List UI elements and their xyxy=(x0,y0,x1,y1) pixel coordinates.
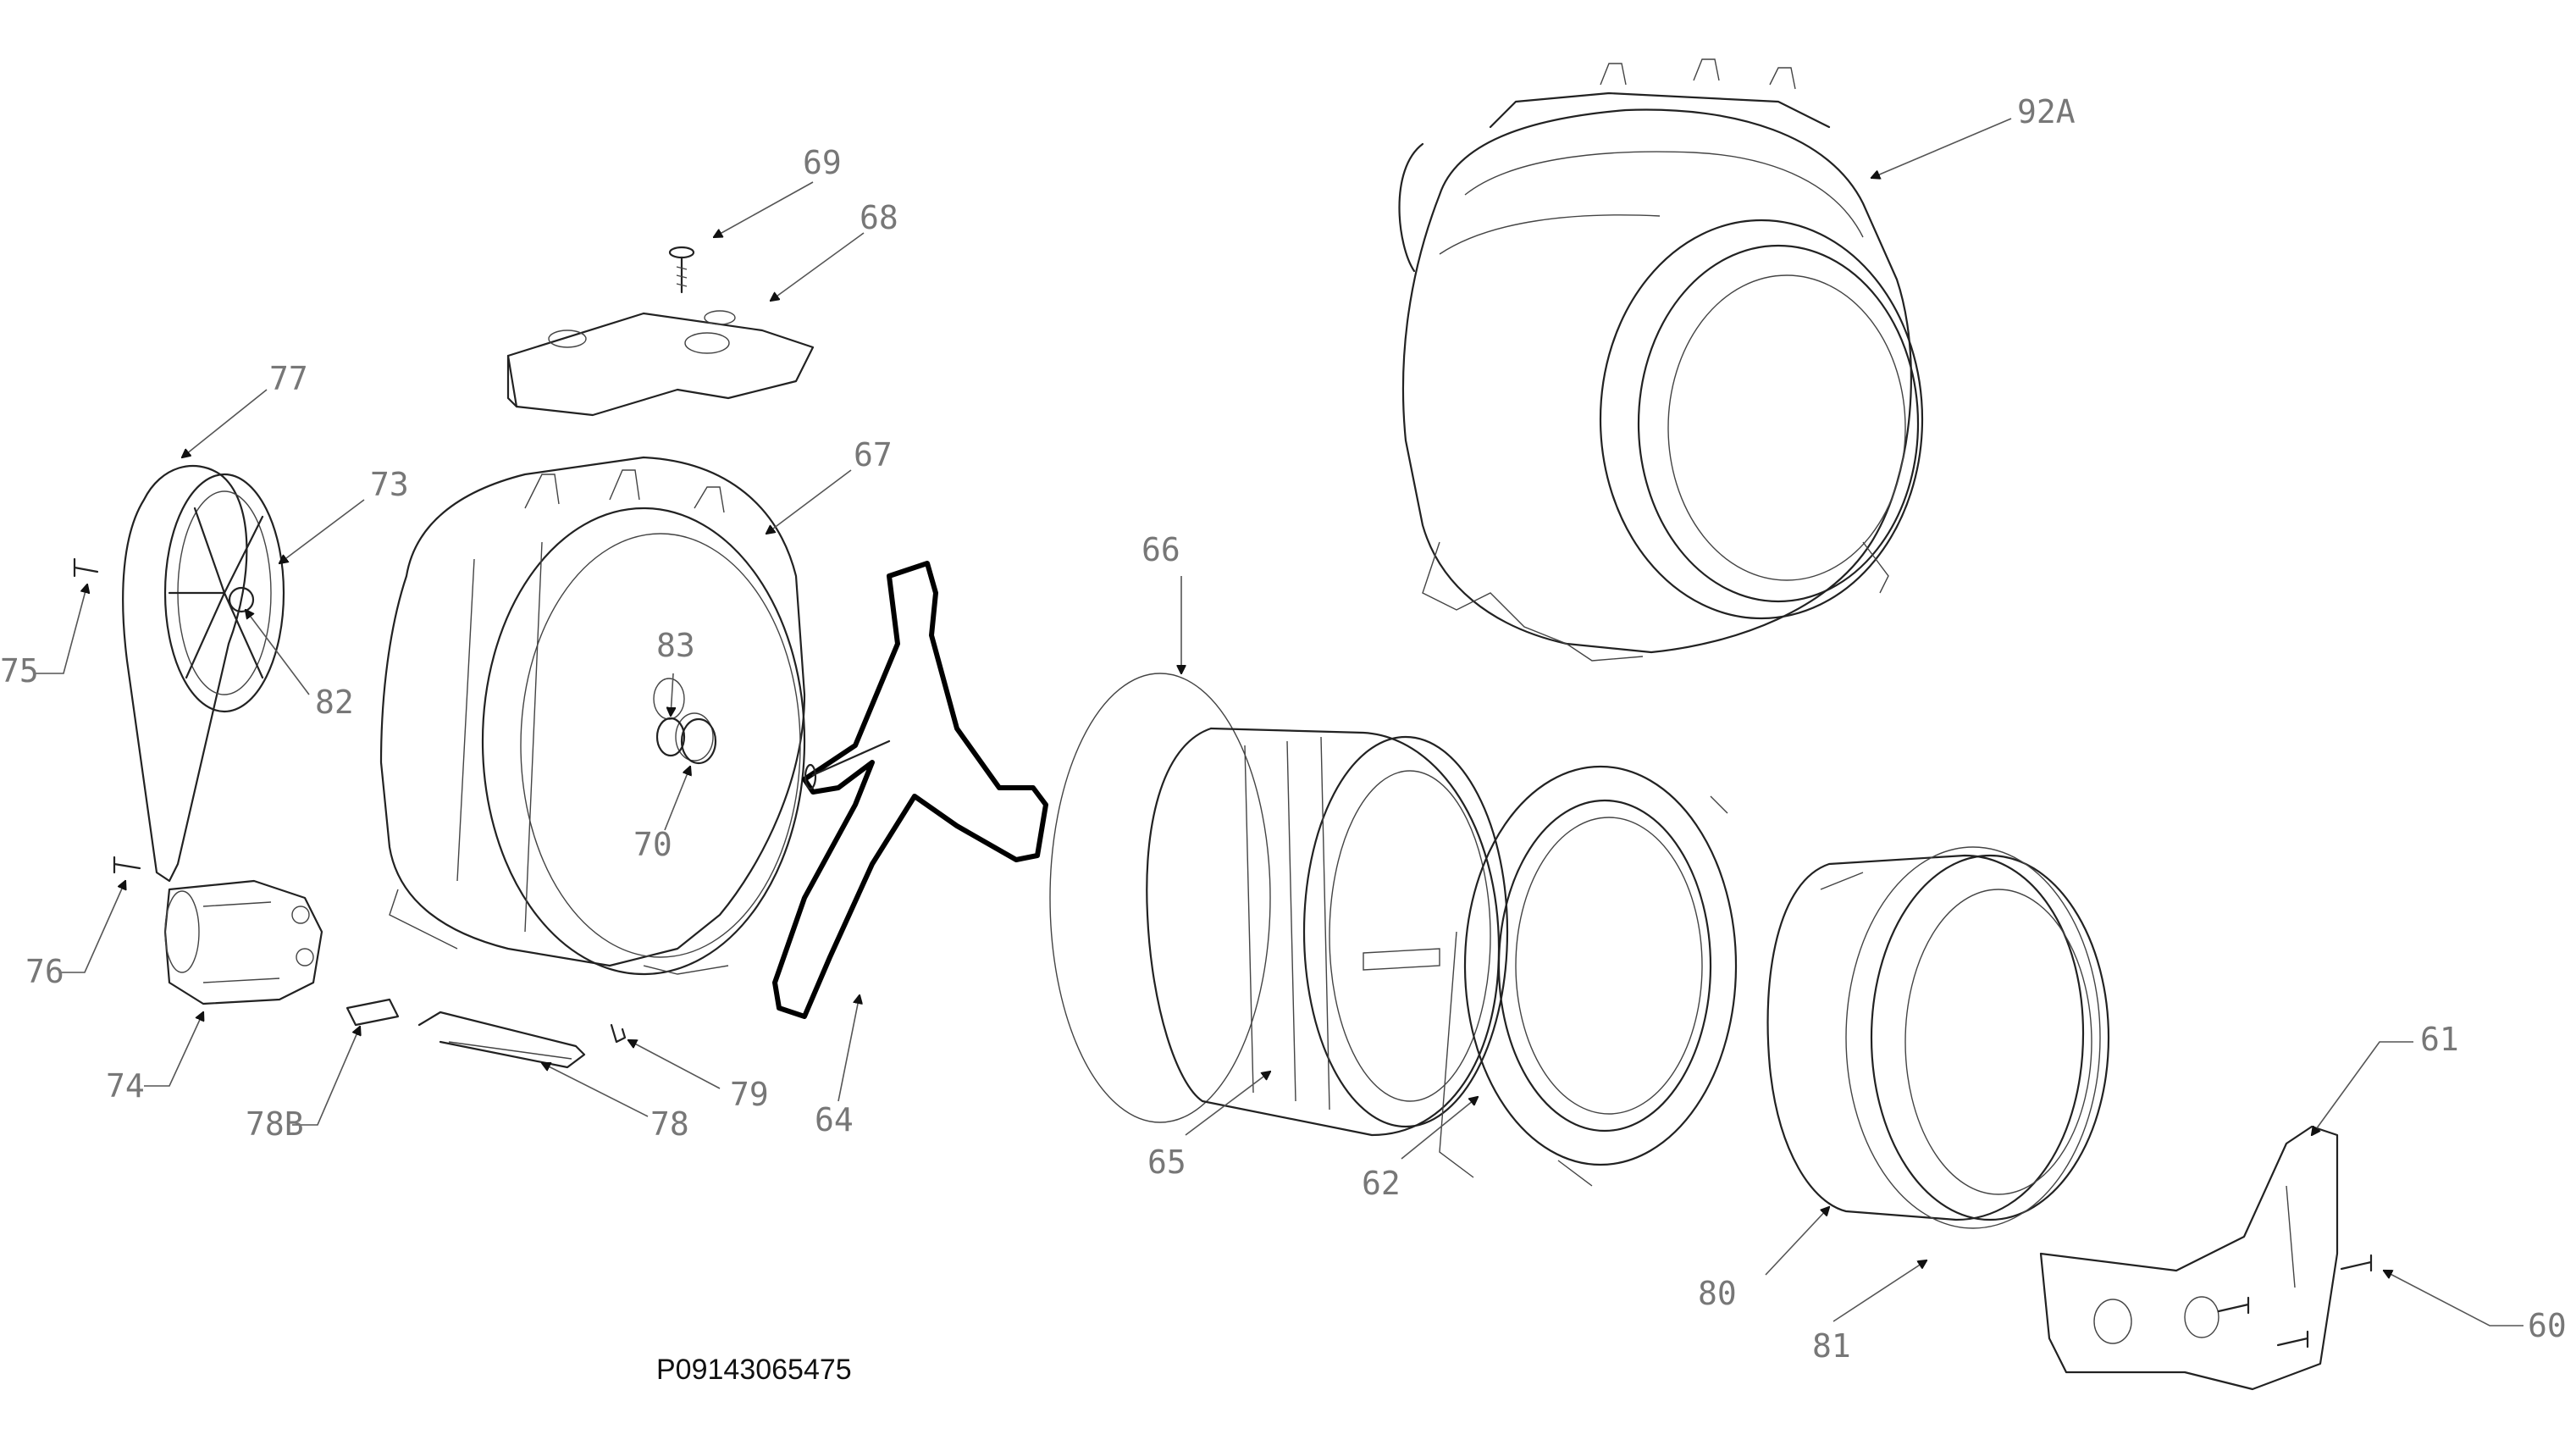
label-75: 75 xyxy=(0,652,39,690)
part-61-front-counterweight xyxy=(2039,1125,2339,1391)
part-64-drum-spider xyxy=(772,561,1048,1019)
label-76: 76 xyxy=(25,953,64,990)
part-75-bolt xyxy=(73,557,99,578)
leader-lines xyxy=(34,118,2523,1326)
label-77: 77 xyxy=(269,360,308,397)
label-79: 79 xyxy=(730,1076,769,1113)
label-69: 69 xyxy=(803,144,842,181)
label-67: 67 xyxy=(854,436,893,474)
label-92a: 92A xyxy=(2017,93,2076,130)
part-78-heater xyxy=(417,1011,586,1069)
label-80: 80 xyxy=(1698,1275,1737,1312)
part-81-clamp-ring xyxy=(1845,846,2101,1229)
label-64: 64 xyxy=(815,1101,854,1138)
part-66-drum-back xyxy=(1049,673,1271,1123)
part-78b-bracket xyxy=(345,998,400,1027)
label-74: 74 xyxy=(106,1067,145,1105)
part-68-top-counterweight xyxy=(506,310,815,417)
part-77-drive-belt xyxy=(122,464,248,883)
part-76-bolt xyxy=(113,856,141,874)
part-62-front-tub xyxy=(1439,765,1738,1187)
label-70: 70 xyxy=(633,826,672,863)
part-74-motor xyxy=(163,879,323,1005)
label-65: 65 xyxy=(1147,1144,1186,1181)
label-60: 60 xyxy=(2528,1307,2567,1344)
part-65-drum xyxy=(1146,727,1509,1137)
label-66: 66 xyxy=(1142,531,1180,568)
label-81: 81 xyxy=(1812,1327,1851,1365)
part-60-screws xyxy=(2217,1254,2373,1349)
label-73: 73 xyxy=(370,466,409,503)
part-80-bellow-seal xyxy=(1766,854,2110,1221)
label-82: 82 xyxy=(315,684,354,721)
part-69-screw xyxy=(668,246,695,294)
part-79-clip xyxy=(610,1023,627,1044)
label-78: 78 xyxy=(650,1105,689,1143)
part-70-bearing xyxy=(680,717,717,765)
diagram-code: P09143065475 xyxy=(656,1354,852,1386)
label-61: 61 xyxy=(2420,1021,2459,1058)
label-62: 62 xyxy=(1362,1165,1401,1202)
part-82-pulley-nut xyxy=(228,586,255,613)
label-78b: 78B xyxy=(246,1105,304,1143)
part-92a-outer-tub xyxy=(1398,58,1924,662)
label-83: 83 xyxy=(656,627,695,664)
part-83-bearing xyxy=(655,717,686,757)
label-68: 68 xyxy=(860,199,898,236)
part-73-pulley xyxy=(163,473,285,713)
part-67-rear-tub xyxy=(379,456,806,976)
